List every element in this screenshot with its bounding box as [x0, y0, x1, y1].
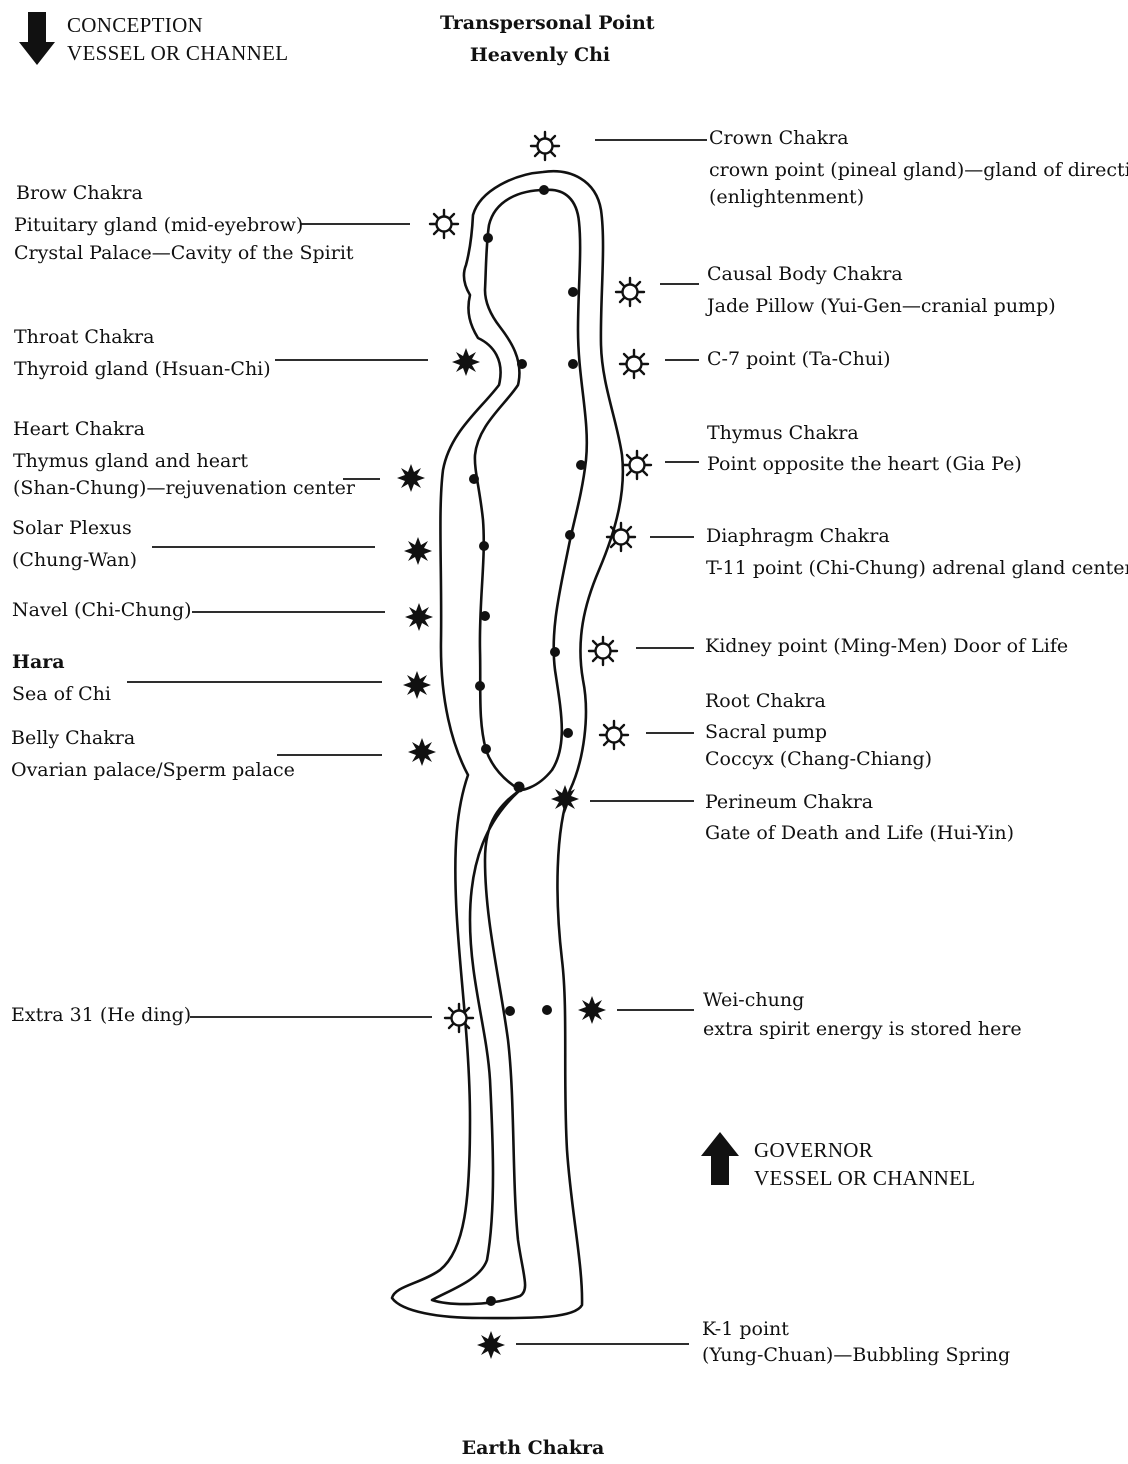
crown-open-sun-star-icon	[531, 132, 559, 160]
crown-line-2: (enlightenment)	[709, 183, 864, 211]
root-line-1: Sacral pump	[705, 718, 827, 746]
brow-line-2: Crystal Palace—Cavity of the Spirit	[14, 239, 354, 267]
c7-open-sun-star-icon	[620, 350, 648, 378]
dot-icon	[483, 233, 493, 243]
thymus-line-1: Point opposite the heart (Gia Pe)	[707, 450, 1022, 478]
thymus-open-sun-star-icon	[623, 451, 651, 479]
conception-label-line1: CONCEPTION	[67, 11, 203, 39]
chakra-markers	[397, 132, 651, 1359]
dot-icon	[539, 185, 549, 195]
governor-label-line2: VESSEL OR CHANNEL	[754, 1164, 975, 1192]
human-figure-outline	[392, 171, 623, 1318]
throat-title: Throat Chakra	[14, 323, 154, 351]
hara-line-1: Sea of Chi	[12, 680, 111, 708]
solar-title: Solar Plexus	[12, 514, 132, 542]
crown-title: Crown Chakra	[709, 124, 849, 152]
dot-icon	[505, 1006, 515, 1016]
k1-filled-star-burst-icon	[477, 1331, 505, 1359]
arrow-down-icon	[18, 12, 56, 66]
arrow-up-icon	[700, 1132, 740, 1186]
kidney-open-sun-star-icon	[589, 637, 617, 665]
weichung-filled-star-burst-icon	[578, 996, 606, 1024]
dot-icon	[565, 530, 575, 540]
throat-line-1: Thyroid gland (Hsuan-Chi)	[14, 355, 271, 383]
diaphragm-line-1: T-11 point (Chi-Chung) adrenal gland cen…	[706, 554, 1128, 582]
conception-label-line2: VESSEL OR CHANNEL	[67, 39, 288, 67]
navel-filled-star-burst-icon	[405, 603, 433, 631]
dot-icon	[563, 728, 573, 738]
dot-icon	[514, 782, 525, 793]
extra31-title: Extra 31 (He ding)	[11, 1001, 191, 1029]
dot-icon	[568, 287, 578, 297]
brow-title: Brow Chakra	[16, 179, 143, 207]
heart-filled-star-burst-icon	[397, 464, 425, 492]
perineum-filled-star-burst-icon	[551, 785, 579, 813]
root-line-2: Coccyx (Chang-Chiang)	[705, 745, 932, 773]
c7-title: C-7 point (Ta-Chui)	[707, 345, 891, 373]
weichung-title: Wei-chung	[703, 986, 804, 1014]
brow-open-sun-star-icon	[430, 210, 458, 238]
dot-icon	[568, 359, 578, 369]
hara-filled-star-burst-icon	[403, 671, 431, 699]
weichung-line-1: extra spirit energy is stored here	[703, 1015, 1022, 1043]
k1-title: K-1 point	[702, 1315, 789, 1343]
dot-icon	[576, 460, 586, 470]
top-title-line2: Heavenly Chi	[440, 40, 640, 71]
dot-icon	[479, 541, 489, 551]
solar-filled-star-burst-icon	[404, 537, 432, 565]
governor-label-line1: GOVERNOR	[754, 1136, 873, 1164]
perineum-title: Perineum Chakra	[705, 788, 873, 816]
root-open-sun-star-icon	[600, 721, 628, 749]
thymus-title: Thymus Chakra	[707, 419, 859, 447]
k1-line-1: (Yung-Chuan)—Bubbling Spring	[702, 1341, 1010, 1369]
diaphragm-open-sun-star-icon	[607, 523, 635, 551]
heart-title: Heart Chakra	[13, 415, 145, 443]
dot-icon	[517, 359, 527, 369]
causal-open-sun-star-icon	[616, 278, 644, 306]
crown-line-1: crown point (pineal gland)—gland of dire…	[709, 156, 1128, 184]
dot-icon	[486, 1296, 496, 1306]
dot-icon	[469, 474, 479, 484]
belly-line-1: Ovarian palace/Sperm palace	[11, 756, 295, 784]
bottom-title: Earth Chakra	[433, 1433, 633, 1464]
dot-icon	[550, 647, 560, 657]
extra31-open-sun-star-icon	[445, 1004, 473, 1032]
dot-icon	[481, 744, 491, 754]
dot-icon	[475, 681, 485, 691]
heart-line-2: (Shan-Chung)—rejuvenation center	[13, 474, 355, 502]
dot-icon	[542, 1005, 552, 1015]
heart-line-1: Thymus gland and heart	[13, 447, 248, 475]
top-title-line1: Transpersonal Point	[440, 8, 640, 39]
diaphragm-title: Diaphragm Chakra	[706, 522, 890, 550]
causal-line-1: Jade Pillow (Yui-Gen—cranial pump)	[707, 292, 1056, 320]
channel-points	[469, 185, 586, 1306]
throat-filled-star-burst-icon	[452, 348, 480, 376]
solar-line-1: (Chung-Wan)	[12, 546, 137, 574]
perineum-line-1: Gate of Death and Life (Hui-Yin)	[705, 819, 1014, 847]
root-title: Root Chakra	[705, 687, 826, 715]
navel-title: Navel (Chi-Chung)	[12, 596, 192, 624]
belly-title: Belly Chakra	[11, 724, 135, 752]
kidney-title: Kidney point (Ming-Men) Door of Life	[705, 632, 1068, 660]
causal-title: Causal Body Chakra	[707, 260, 903, 288]
dot-icon	[480, 611, 490, 621]
hara-title: Hara	[12, 648, 65, 676]
belly-filled-star-burst-icon	[408, 738, 436, 766]
brow-line-1: Pituitary gland (mid-eyebrow)	[14, 211, 303, 239]
